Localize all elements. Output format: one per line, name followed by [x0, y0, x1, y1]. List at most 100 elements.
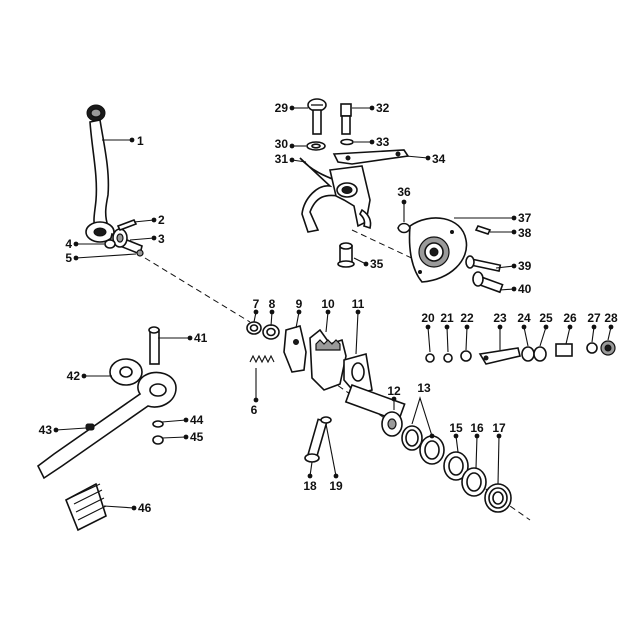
callout-42: 42 [67, 369, 112, 383]
callout-dot-11 [355, 309, 361, 315]
callout-dot-7 [253, 309, 259, 315]
callout-label-23: 23 [493, 311, 507, 325]
callout-20: 20 [421, 311, 435, 353]
callout-46: 46 [103, 501, 152, 515]
callout-dot-2 [151, 217, 157, 223]
callout-38: 38 [490, 226, 532, 240]
gear-lever-assembly [36, 326, 177, 532]
callout-label-18: 18 [303, 479, 317, 493]
circlip-washer-spring [246, 321, 280, 364]
callout-label-37: 37 [518, 211, 532, 225]
callout-dot-15 [453, 433, 459, 439]
callout-13: 13 [411, 381, 435, 439]
callout-leader-46 [103, 505, 135, 509]
callout-label-2: 2 [158, 213, 165, 227]
callout-label-32: 32 [376, 101, 390, 115]
callout-dot-6 [253, 397, 259, 403]
callout-22: 22 [460, 311, 474, 351]
callout-44: 44 [161, 413, 204, 427]
callout-label-20: 20 [421, 311, 435, 325]
callout-label-42: 42 [67, 369, 81, 383]
callout-label-7: 7 [253, 297, 260, 311]
callout-leader-19 [325, 423, 337, 477]
callout-dot-43 [53, 427, 59, 433]
callout-label-4: 4 [65, 237, 72, 251]
callout-label-5: 5 [65, 251, 72, 265]
callout-label-6: 6 [251, 403, 258, 417]
callout-label-22: 22 [460, 311, 474, 325]
callout-label-12: 12 [387, 384, 401, 398]
callout-label-30: 30 [275, 137, 289, 151]
callout-dot-40 [511, 286, 517, 292]
callout-leader-15 [455, 435, 459, 453]
callout-label-21: 21 [440, 311, 454, 325]
callout-33: 33 [354, 135, 390, 149]
callout-3: 3 [129, 232, 165, 246]
callout-dot-34 [425, 155, 431, 161]
callout-dot-36 [401, 199, 407, 205]
callout-label-46: 46 [138, 501, 152, 515]
callout-leader-25 [539, 326, 547, 347]
assembly-axis-upper [144, 257, 251, 323]
callout-dot-19 [333, 473, 339, 479]
callout-dot-39 [511, 263, 517, 269]
callout-30: 30 [275, 137, 306, 151]
callout-36: 36 [397, 185, 411, 222]
bolt-18-19 [304, 416, 332, 463]
callout-label-45: 45 [190, 430, 204, 444]
callout-21: 21 [440, 311, 454, 353]
callout-label-26: 26 [563, 311, 577, 325]
callout-dot-5 [73, 255, 79, 261]
callout-label-29: 29 [275, 101, 289, 115]
callout-dot-42 [81, 373, 87, 379]
callout-35: 35 [353, 257, 384, 271]
callout-label-28: 28 [604, 311, 618, 325]
callout-leader-13 [411, 396, 433, 437]
callout-19: 19 [325, 423, 343, 493]
callout-dot-29 [289, 105, 295, 111]
callout-leader-24 [523, 326, 529, 347]
callout-40: 40 [499, 282, 532, 296]
callout-label-13: 13 [417, 381, 431, 395]
callout-15: 15 [449, 421, 463, 453]
callout-label-24: 24 [517, 311, 531, 325]
callout-label-36: 36 [397, 185, 411, 199]
callout-dot-20 [425, 324, 431, 330]
callout-dot-1 [129, 137, 135, 143]
callout-18: 18 [303, 461, 317, 493]
callout-dot-28 [608, 324, 614, 330]
callout-dot-25 [543, 324, 549, 330]
callout-7: 7 [253, 297, 260, 323]
callout-41: 41 [158, 331, 208, 345]
callout-dot-41 [187, 335, 193, 341]
callout-leader-34 [405, 155, 429, 159]
shift-plate-assembly [397, 217, 504, 294]
callout-label-17: 17 [492, 421, 506, 435]
callout-label-8: 8 [269, 297, 276, 311]
callout-label-25: 25 [539, 311, 553, 325]
callout-dot-27 [591, 324, 597, 330]
callout-leader-10 [325, 311, 329, 333]
callout-dot-44 [183, 417, 189, 423]
callout-dot-21 [444, 324, 450, 330]
callout-leader-45 [161, 436, 187, 439]
callout-8: 8 [269, 297, 276, 327]
assembly-axis-selector [351, 229, 421, 263]
callout-9: 9 [295, 297, 303, 329]
callout-2: 2 [133, 213, 165, 227]
callout-4: 4 [65, 237, 104, 251]
callout-25: 25 [539, 311, 553, 347]
callout-leader-39 [495, 265, 515, 269]
callout-11: 11 [352, 297, 365, 355]
selector-fork-assembly [299, 98, 410, 268]
callout-label-38: 38 [518, 226, 532, 240]
callout-label-31: 31 [275, 152, 289, 166]
callout-dot-13 [429, 433, 435, 439]
callout-leader-17 [497, 435, 500, 485]
callout-label-9: 9 [296, 297, 303, 311]
callout-dot-32 [369, 105, 375, 111]
callout-label-15: 15 [449, 421, 463, 435]
callout-28: 28 [604, 311, 618, 341]
